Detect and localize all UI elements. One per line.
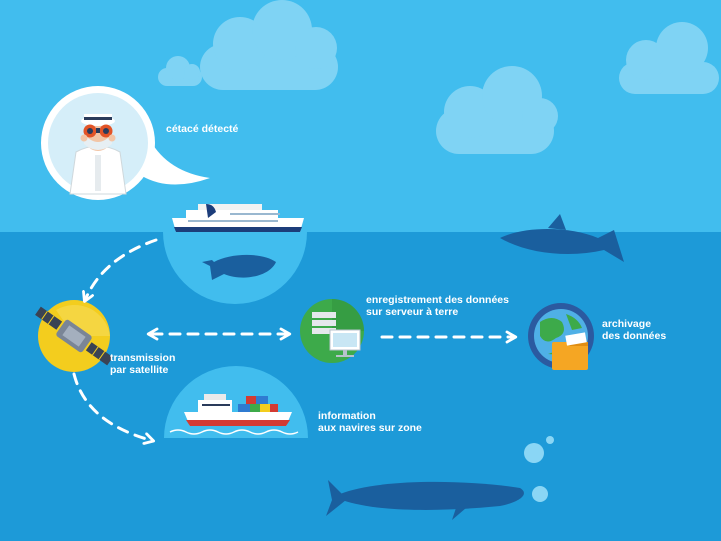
- label-server-line2: sur serveur à terre: [366, 306, 459, 318]
- dolphin-icon: [500, 214, 624, 262]
- satellite-icon: [35, 300, 113, 372]
- label-satellite: transmission par satellite: [110, 352, 175, 376]
- label-detected: cétacé détecté: [166, 123, 238, 135]
- server-computer-icon: [300, 299, 364, 363]
- bubble-icon: [532, 486, 548, 502]
- label-info-line1: information: [318, 410, 376, 422]
- wave-line: [169, 429, 299, 435]
- whale-icon: [326, 480, 524, 520]
- cloud-icon: [619, 22, 719, 94]
- cloud-icon: [436, 66, 558, 154]
- label-server: enregistrement des données sur serveur à…: [366, 294, 509, 318]
- sailor-binoculars-icon: [69, 114, 127, 195]
- label-satellite-line1: transmission: [110, 352, 176, 364]
- label-satellite-line2: par satellite: [110, 364, 169, 376]
- label-info: information aux navires sur zone: [318, 410, 422, 434]
- ferry-ship-icon: [172, 204, 304, 232]
- label-server-line1: enregistrement des données: [366, 294, 509, 306]
- cloud-icon: [158, 56, 202, 86]
- label-detected-text: cétacé détecté: [166, 123, 239, 135]
- arrow-detection-to-satellite: [86, 238, 158, 298]
- label-archive: archivage des données: [602, 318, 666, 342]
- cargo-ship-icon: [184, 394, 292, 426]
- label-archive-line1: archivage: [602, 318, 652, 330]
- whale-icon: [202, 254, 276, 280]
- bubble-icon: [524, 443, 544, 463]
- cloud-icon: [200, 0, 338, 90]
- arrow-satellite-to-info: [72, 372, 150, 440]
- bubble-icon: [546, 436, 554, 444]
- label-info-line2: aux navires sur zone: [318, 422, 422, 434]
- label-archive-line2: des données: [602, 330, 667, 342]
- globe-folder-icon: [528, 303, 594, 370]
